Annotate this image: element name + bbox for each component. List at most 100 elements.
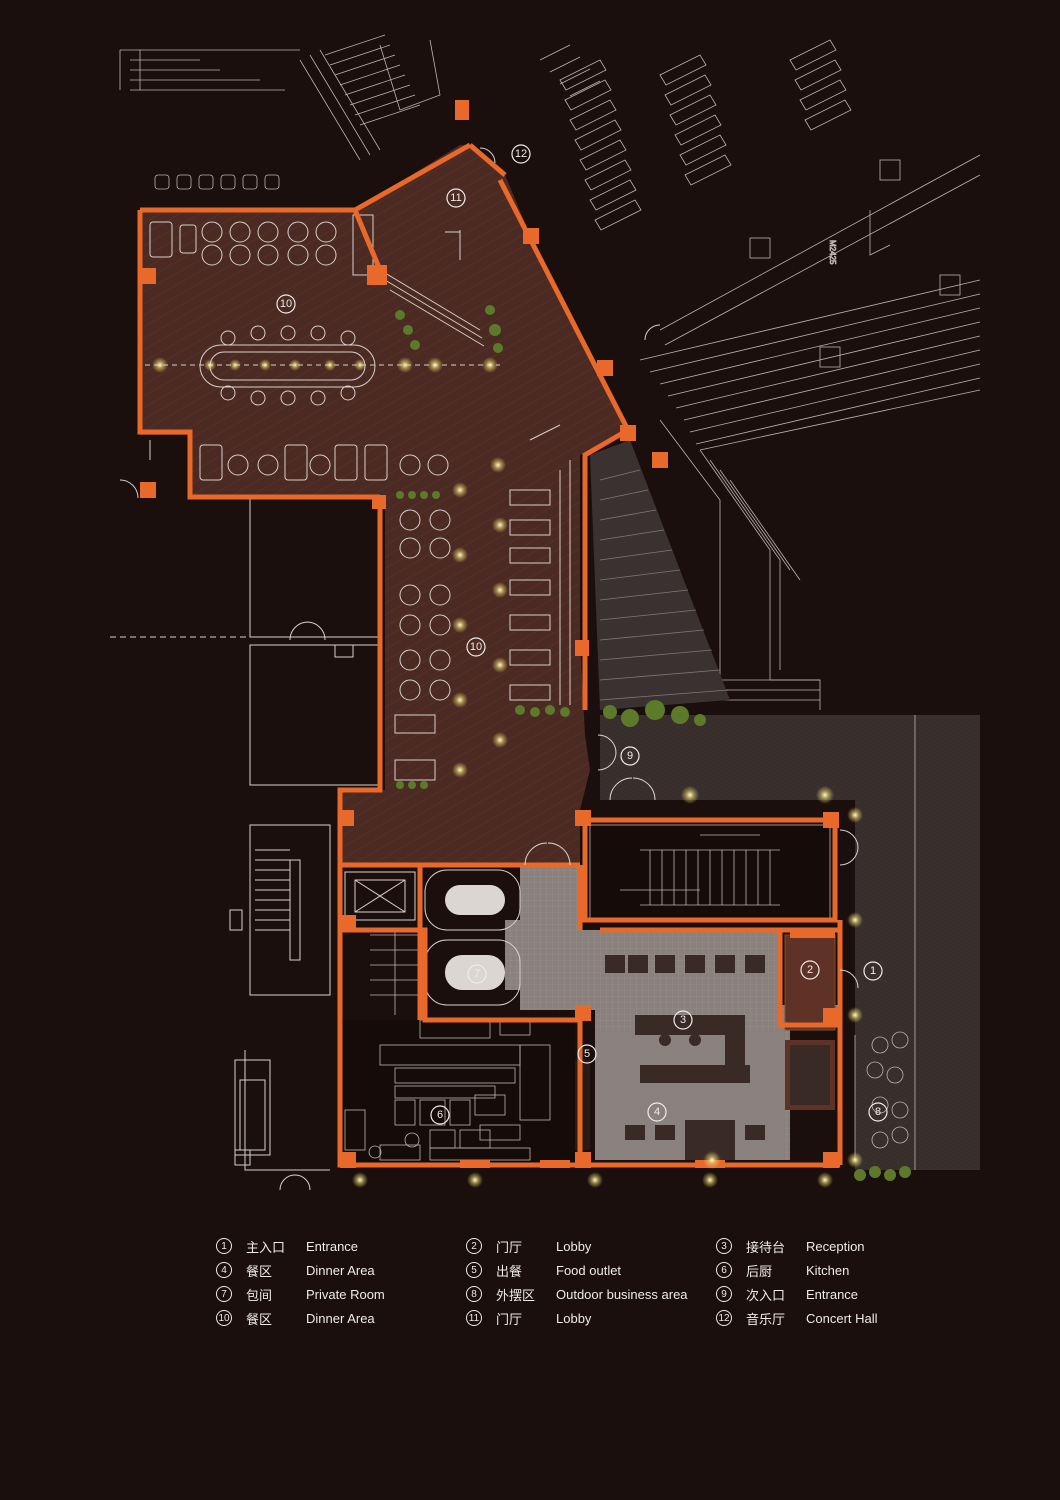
- room-marker-10: 10: [466, 637, 486, 657]
- legend-item-6: 6 后厨 Kitchen: [716, 1260, 916, 1280]
- walls: [137, 100, 843, 1168]
- legend-item-8: 8 外摆区 Outdoor business area: [466, 1284, 716, 1304]
- room-marker-number: 11: [450, 192, 461, 204]
- room-marker-circle: [430, 1105, 450, 1125]
- reception-furniture: [575, 955, 830, 1160]
- legend-chinese-label: 外摆区: [496, 1288, 536, 1304]
- outdoor-round-tables: [854, 1031, 909, 1160]
- legend-number: 10: [216, 1310, 232, 1326]
- room-marker-11: 11: [446, 188, 466, 208]
- room-marker-1: 1: [863, 961, 883, 981]
- room-marker-circle: [446, 188, 466, 208]
- room-marker-3: 3: [673, 1010, 693, 1030]
- legend-chinese-label: 后厨: [746, 1264, 773, 1280]
- legend-item-11: 11 门厅 Lobby: [466, 1308, 716, 1328]
- room-marker-6: 6: [430, 1105, 450, 1125]
- interior-stair: [589, 824, 831, 921]
- kitchen-floor: [340, 1020, 575, 1165]
- legend-chinese-label: 主入口: [246, 1240, 286, 1256]
- room-marker-circle: [647, 1102, 667, 1122]
- room-marker-number: 12: [515, 148, 527, 160]
- legend-chinese-label: 门厅: [496, 1312, 523, 1328]
- room-marker-5: 5: [577, 1044, 597, 1064]
- legend-item-1: 1 主入口 Entrance: [216, 1236, 466, 1256]
- legend-chinese-label: 出餐: [496, 1264, 523, 1280]
- private-rooms: [424, 869, 521, 1006]
- room-marker-circle: [620, 746, 640, 766]
- room-marker-number: 10: [280, 298, 292, 310]
- legend-chinese-label: 接待台: [746, 1240, 786, 1256]
- room-marker-number: 7: [474, 968, 480, 980]
- legend-english-label: Kitchen: [806, 1262, 850, 1278]
- dinner-area-north-floor: [140, 145, 628, 865]
- lobby-floor: [785, 935, 835, 1030]
- legend-english-label: Private Room: [306, 1286, 385, 1302]
- doors: [119, 147, 859, 989]
- legend-item-7: 7 包间 Private Room: [216, 1284, 466, 1304]
- legend-number: 1: [216, 1238, 232, 1254]
- room-marker-circle: [511, 144, 531, 164]
- legend-chinese-label: 门厅: [496, 1240, 523, 1256]
- legend-english-label: Outdoor business area: [556, 1286, 688, 1302]
- north-stair: [119, 34, 441, 161]
- restroom-fixtures: [370, 930, 420, 1015]
- legend-english-label: Entrance: [306, 1238, 359, 1254]
- legend-english-label: Dinner Area: [306, 1310, 375, 1326]
- legend-number: 3: [716, 1238, 732, 1254]
- legend-item-3: 3 接待台 Reception: [716, 1236, 916, 1256]
- glass-atrium: [590, 440, 730, 710]
- legend-english-label: Entrance: [806, 1286, 859, 1302]
- room-marker-7: 7: [467, 964, 487, 984]
- room-marker-number: 3: [680, 1014, 686, 1026]
- legend-number: 9: [716, 1286, 732, 1302]
- legend-number: 8: [466, 1286, 482, 1302]
- outdoor-business-area-floor: [600, 715, 980, 1170]
- room-marker-circle: [466, 637, 486, 657]
- plan-annotation: M2425: [828, 240, 837, 265]
- legend-english-label: Reception: [806, 1238, 865, 1254]
- legend-english-label: Lobby: [556, 1310, 592, 1326]
- room-marker-number: 2: [807, 964, 813, 976]
- legend-chinese-label: 餐区: [246, 1264, 273, 1280]
- legend-number: 11: [466, 1310, 482, 1326]
- outdoor-steps: [639, 279, 981, 710]
- parking-lot: M2425: [539, 39, 981, 368]
- legend-number: 5: [466, 1262, 482, 1278]
- room-marker-4: 4: [647, 1102, 667, 1122]
- legend: 1 主入口 Entrance 2 门厅 Lobby 3 接待台 Reception 4 餐区 Dinn…: [216, 1236, 916, 1328]
- room-marker-circle: [868, 1102, 888, 1122]
- room-marker-circle: [577, 1044, 597, 1064]
- room-marker-number: 5: [584, 1048, 590, 1060]
- kitchen-equipment: [344, 1019, 551, 1161]
- room-marker-number: 9: [627, 750, 633, 762]
- elevator-shaft: [344, 871, 416, 921]
- room-marker-2: 2: [800, 960, 820, 980]
- planters: [395, 305, 911, 1181]
- room-marker-circle: [863, 961, 883, 981]
- legend-item-10: 10 餐区 Dinner Area: [216, 1308, 466, 1328]
- room-marker-8: 8: [868, 1102, 888, 1122]
- legend-number: 6: [716, 1262, 732, 1278]
- room-marker-circle: [276, 294, 296, 314]
- legend-number: 7: [216, 1286, 232, 1302]
- room-marker-circle: [673, 1010, 693, 1030]
- legend-number: 2: [466, 1238, 482, 1254]
- adjacent-building: [110, 496, 381, 1191]
- legend-chinese-label: 包间: [246, 1288, 273, 1304]
- legend-chinese-label: 餐区: [246, 1312, 273, 1328]
- room-marker-number: 8: [875, 1106, 881, 1118]
- legend-number: 4: [216, 1262, 232, 1278]
- floor-plan: M2425: [110, 34, 981, 1191]
- legend-number: 12: [716, 1310, 732, 1326]
- room-marker-circle: [467, 964, 487, 984]
- light-fixtures: [152, 357, 863, 1188]
- legend-english-label: Concert Hall: [806, 1310, 878, 1326]
- room-marker-number: 1: [870, 965, 876, 977]
- legend-item-4: 4 餐区 Dinner Area: [216, 1260, 466, 1280]
- room-marker-number: 4: [654, 1106, 660, 1118]
- legend-english-label: Dinner Area: [306, 1262, 375, 1278]
